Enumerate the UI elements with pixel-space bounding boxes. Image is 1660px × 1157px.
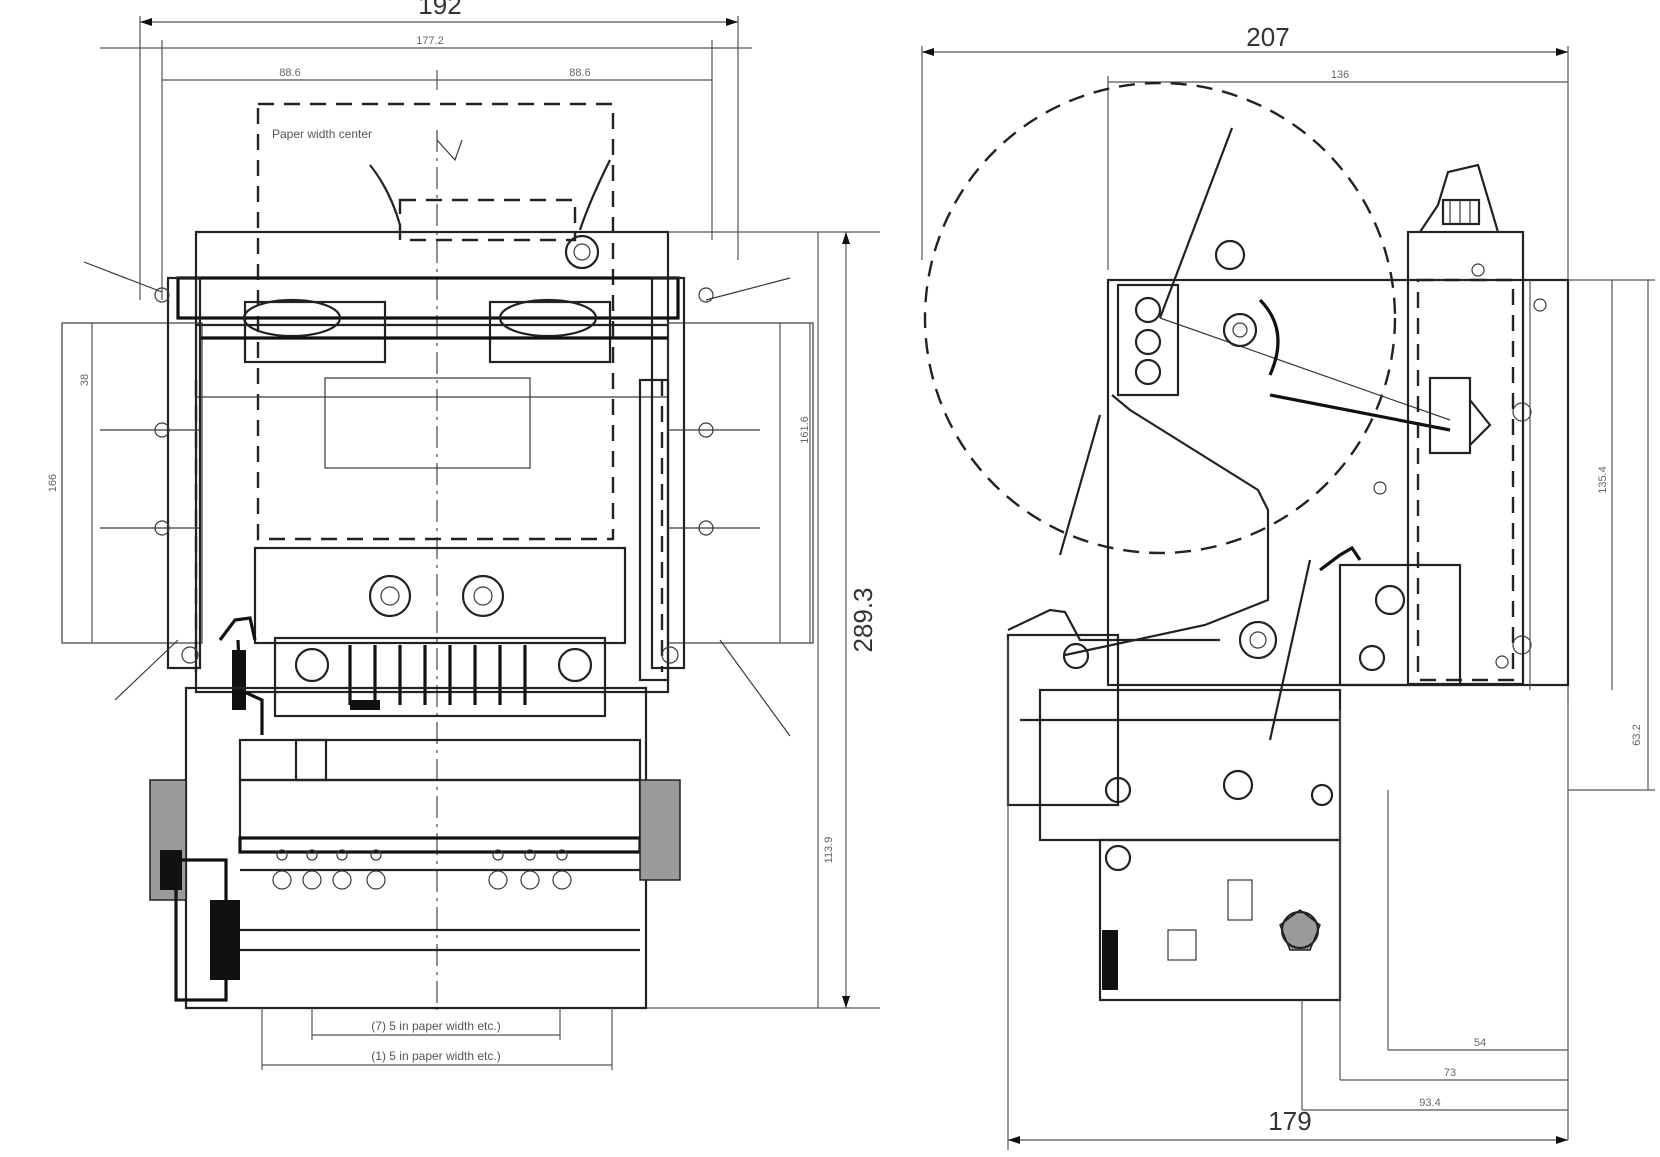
dimension-inner-top-side: 136 bbox=[1107, 69, 1568, 270]
dim-289-label: 289.3 bbox=[848, 587, 878, 652]
dimension-heights-side: 135.4 63.2 bbox=[1568, 279, 1655, 791]
roll-radius-line-1 bbox=[1058, 414, 1102, 556]
side-view: 207 136 bbox=[921, 22, 1655, 1150]
side-segment-label: 38 bbox=[79, 374, 91, 386]
paper-width-note-2: (1) 5 in paper width etc.) bbox=[371, 1049, 500, 1063]
dim-half-right-label: 88.6 bbox=[569, 67, 590, 79]
dim-73-label: 73 bbox=[1444, 1067, 1456, 1079]
print-mechanism-front bbox=[218, 546, 627, 735]
front-view: 192 177.2 88.6 88.6 Paper width center bbox=[47, 0, 880, 1070]
lower-height-label: 113.9 bbox=[823, 837, 835, 864]
dimension-inner-width-front: 177.2 bbox=[100, 35, 752, 300]
mounting-hole-icon bbox=[181, 646, 199, 664]
dim-63-label: 63.2 bbox=[1631, 724, 1643, 745]
dim-54-label: 54 bbox=[1474, 1037, 1486, 1049]
dimension-overall-width-front: 192 bbox=[139, 0, 739, 300]
dim-136-label: 136 bbox=[1331, 69, 1349, 81]
dimension-overall-width-side: 207 bbox=[921, 22, 1569, 700]
mounting-hole-icon bbox=[698, 287, 714, 303]
mounting-hole-icon bbox=[661, 646, 679, 664]
mid-height-label: 161.6 bbox=[799, 416, 811, 444]
dimension-bottom-side: 179 54 73 93.4 bbox=[1008, 690, 1569, 1144]
side-height-label: 166 bbox=[47, 474, 59, 492]
center-leader bbox=[436, 139, 463, 162]
paper-width-dims: (7) 5 in paper width etc.) (1) 5 in pape… bbox=[261, 1008, 613, 1070]
upper-gear-cluster bbox=[1116, 239, 1492, 455]
paper-roll-outline bbox=[256, 102, 615, 541]
leader-lines-front bbox=[83, 261, 791, 737]
paper-window bbox=[324, 377, 531, 469]
dimension-half-widths-front: 88.6 88.6 bbox=[162, 67, 712, 90]
left-base-plate-side bbox=[1007, 608, 1220, 1150]
mounting-holes-front bbox=[100, 287, 760, 664]
dim-half-left-label: 88.6 bbox=[279, 67, 300, 79]
left-side-dim-box bbox=[61, 322, 203, 644]
top-roller-assembly bbox=[176, 234, 680, 364]
dim-135-label: 135.4 bbox=[1597, 466, 1609, 494]
dim-93-label: 93.4 bbox=[1419, 1097, 1440, 1109]
paper-center-note: Paper width center bbox=[272, 127, 372, 141]
heat-sink-fins bbox=[348, 645, 527, 705]
platen-holes-front bbox=[272, 849, 572, 890]
dim-179-label: 179 bbox=[1268, 1106, 1311, 1136]
guide-curve-right bbox=[578, 159, 611, 231]
right-side-dim-box bbox=[667, 322, 814, 644]
roll-radius-line-3 bbox=[1159, 317, 1451, 421]
dimension-height-front: 289.3 113.9 bbox=[640, 231, 880, 1009]
side-plates bbox=[166, 276, 686, 682]
paper-roll-circle bbox=[923, 81, 1397, 555]
paper-width-note-1: (7) 5 in paper width etc.) bbox=[371, 1019, 500, 1033]
dim-177-label: 177.2 bbox=[416, 35, 444, 47]
guide-curve-left bbox=[369, 164, 402, 226]
dim-207-label: 207 bbox=[1246, 22, 1289, 52]
lower-body-front bbox=[149, 686, 681, 1010]
side-main-body bbox=[1106, 163, 1570, 690]
guide-dashed-box bbox=[398, 198, 577, 242]
mounting-hole-icon bbox=[154, 287, 170, 303]
lower-mechanism-side bbox=[1006, 545, 1462, 1002]
dim-192-label: 192 bbox=[418, 0, 461, 20]
paper-guide bbox=[1064, 394, 1270, 657]
roll-radius-line-2 bbox=[1158, 127, 1234, 319]
